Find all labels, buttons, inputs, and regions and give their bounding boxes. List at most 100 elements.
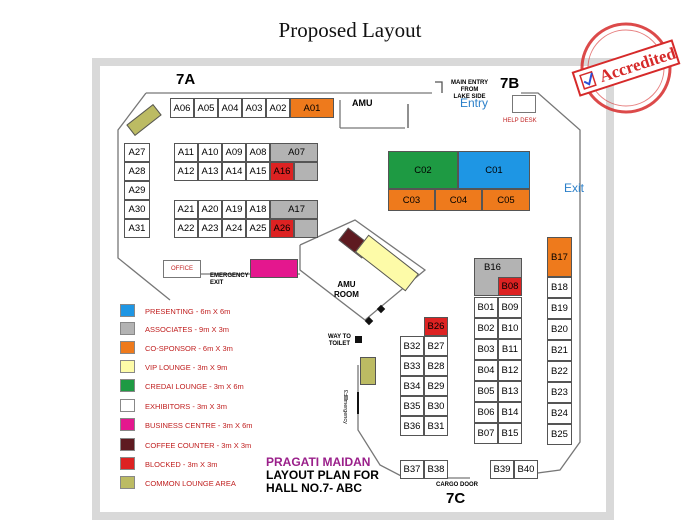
- stall-c03[interactable]: C03: [388, 189, 435, 211]
- stall-a19[interactable]: A19: [222, 200, 246, 219]
- stall-a28[interactable]: A28: [124, 162, 150, 181]
- cargo-door-label: CARGO DOOR: [436, 482, 478, 488]
- stall-a17-ext: [294, 219, 318, 238]
- amu-room-label: AMU ROOM: [334, 280, 359, 299]
- stall-a24[interactable]: A24: [222, 219, 246, 238]
- stall-b24[interactable]: B24: [547, 403, 572, 424]
- stall-b01[interactable]: B01: [474, 297, 498, 318]
- stall-c05[interactable]: C05: [482, 189, 530, 211]
- stall-b17[interactable]: B17: [547, 237, 572, 277]
- stall-b03[interactable]: B03: [474, 339, 498, 360]
- stall-b05[interactable]: B05: [474, 381, 498, 402]
- stall-a06[interactable]: A06: [170, 98, 194, 118]
- stall-a10[interactable]: A10: [198, 143, 222, 162]
- legend-swatch-associates: [120, 322, 135, 335]
- stall-b34[interactable]: B34: [400, 376, 424, 396]
- stall-b14[interactable]: B14: [498, 402, 522, 423]
- stall-a02[interactable]: A02: [266, 98, 290, 118]
- legend-label-blocked: BLOCKED - 3m X 3m: [145, 460, 218, 469]
- stall-b31[interactable]: B31: [424, 416, 448, 436]
- stall-b32[interactable]: B32: [400, 336, 424, 356]
- stall-a07[interactable]: A07: [270, 143, 318, 162]
- stall-b04[interactable]: B04: [474, 360, 498, 381]
- stall-a04[interactable]: A04: [218, 98, 242, 118]
- legend-swatch-business-centre: [120, 418, 135, 431]
- page-title: Proposed Layout: [278, 18, 422, 42]
- stall-b11[interactable]: B11: [498, 339, 522, 360]
- stall-b25[interactable]: B25: [547, 424, 572, 445]
- stall-a25[interactable]: A25: [246, 219, 270, 238]
- stall-b28[interactable]: B28: [424, 356, 448, 376]
- stall-a12[interactable]: A12: [174, 162, 198, 181]
- stall-b27[interactable]: B27: [424, 336, 448, 356]
- stall-b39[interactable]: B39: [490, 460, 514, 479]
- stall-b19[interactable]: B19: [547, 298, 572, 319]
- stall-b37[interactable]: B37: [400, 460, 424, 479]
- stall-a30[interactable]: A30: [124, 200, 150, 219]
- stall-b15[interactable]: B15: [498, 423, 522, 444]
- legend-swatch-blocked: [120, 457, 135, 470]
- legend-label-vip-lounge: VIP LOUNGE - 3m X 9m: [145, 363, 228, 372]
- stall-a31[interactable]: A31: [124, 219, 150, 238]
- stall-b40[interactable]: B40: [514, 460, 538, 479]
- stall-b18[interactable]: B18: [547, 277, 572, 298]
- stall-a03[interactable]: A03: [242, 98, 266, 118]
- stall-a29[interactable]: A29: [124, 181, 150, 200]
- plan-title: PRAGATI MAIDAN LAYOUT PLAN FOR HALL NO.7…: [266, 456, 379, 495]
- legend-label-business-centre: BUSINESS CENTRE - 3m X 6m: [145, 421, 253, 430]
- stall-a20[interactable]: A20: [198, 200, 222, 219]
- stall-b08[interactable]: B08: [498, 277, 522, 296]
- stall-c04[interactable]: C04: [435, 189, 482, 211]
- plan-title-line2: LAYOUT PLAN FOR: [266, 468, 379, 482]
- stall-b12[interactable]: B12: [498, 360, 522, 381]
- help-desk-box: [512, 95, 536, 113]
- stall-b33[interactable]: B33: [400, 356, 424, 376]
- stall-b09[interactable]: B09: [498, 297, 522, 318]
- stall-a14[interactable]: A14: [222, 162, 246, 181]
- stall-a18[interactable]: A18: [246, 200, 270, 219]
- stall-b22[interactable]: B22: [547, 361, 572, 382]
- exit-label: Exit: [564, 181, 585, 195]
- accredited-stamp: Accredited: [571, 22, 681, 114]
- stall-b06[interactable]: B06: [474, 402, 498, 423]
- stall-a09[interactable]: A09: [222, 143, 246, 162]
- stall-c02[interactable]: C02: [388, 151, 458, 189]
- stall-a05[interactable]: A05: [194, 98, 218, 118]
- stall-a23[interactable]: A23: [198, 219, 222, 238]
- stall-a21[interactable]: A21: [174, 200, 198, 219]
- stall-a08[interactable]: A08: [246, 143, 270, 162]
- common-lounge-center: [360, 357, 376, 385]
- stall-b23[interactable]: B23: [547, 382, 572, 403]
- stall-a13[interactable]: A13: [198, 162, 222, 181]
- legend-swatch-credai-lounge: [120, 379, 135, 392]
- stall-c01[interactable]: C01: [458, 151, 530, 189]
- stall-b35[interactable]: B35: [400, 396, 424, 416]
- stall-a22[interactable]: A22: [174, 219, 198, 238]
- main-entry-label: MAIN ENTRY FROM LAKE SIDE: [451, 80, 489, 100]
- stall-a01[interactable]: A01: [290, 98, 334, 118]
- stall-a27[interactable]: A27: [124, 143, 150, 162]
- stall-a26[interactable]: A26: [270, 219, 294, 238]
- stall-b38[interactable]: B38: [424, 460, 448, 479]
- stall-b10[interactable]: B10: [498, 318, 522, 339]
- stall-b07[interactable]: B07: [474, 423, 498, 444]
- stall-a15[interactable]: A15: [246, 162, 270, 181]
- legend-swatch-coffee-counter: [120, 438, 135, 451]
- stall-a16[interactable]: A16: [270, 162, 294, 181]
- stall-b20[interactable]: B20: [547, 319, 572, 340]
- legend-label-associates: ASSOCIATES - 9m X 3m: [145, 325, 230, 334]
- office-box: OFFICE: [163, 260, 201, 278]
- stall-b13[interactable]: B13: [498, 381, 522, 402]
- stall-a17[interactable]: A17: [270, 200, 318, 219]
- legend-label-credai-lounge: CREDAI LOUNGE - 3m X 6m: [145, 382, 244, 391]
- marker-3: [355, 336, 362, 343]
- stall-b21[interactable]: B21: [547, 340, 572, 361]
- plan-title-line3: HALL NO.7- ABC: [266, 481, 362, 495]
- stall-b26[interactable]: B26: [424, 317, 448, 336]
- stall-b02[interactable]: B02: [474, 318, 498, 339]
- legend-swatch-exhibitors: [120, 399, 135, 412]
- stall-b36[interactable]: B36: [400, 416, 424, 436]
- stall-b29[interactable]: B29: [424, 376, 448, 396]
- stall-a11[interactable]: A11: [174, 143, 198, 162]
- stall-b30[interactable]: B30: [424, 396, 448, 416]
